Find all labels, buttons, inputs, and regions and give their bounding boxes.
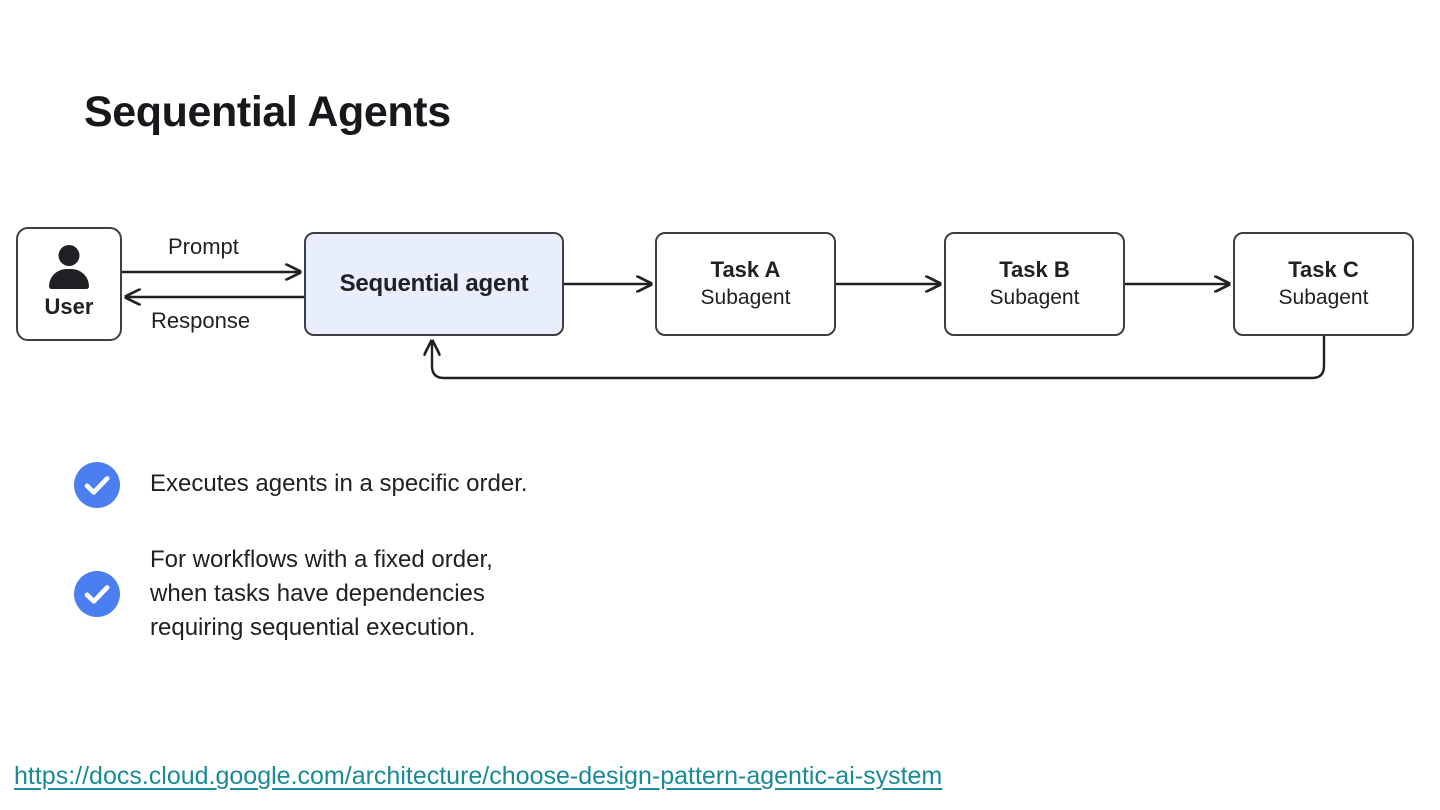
node-task-a-subtitle: Subagent — [700, 286, 791, 310]
node-task-b[interactable]: Task B Subagent — [944, 232, 1125, 336]
node-task-a-title: Task A — [710, 256, 781, 282]
node-task-a[interactable]: Task A Subagent — [655, 232, 836, 336]
person-icon — [46, 245, 92, 289]
list-item: For workflows with a fixed order, when t… — [74, 538, 774, 645]
source-url-link[interactable]: https://docs.cloud.google.com/architectu… — [14, 762, 943, 790]
check-circle-icon — [74, 571, 120, 617]
node-task-b-title: Task B — [999, 256, 1070, 282]
node-sequential-agent-label: Sequential agent — [339, 270, 529, 297]
node-sequential-agent[interactable]: Sequential agent — [304, 232, 564, 336]
bullet-text: Executes agents in a specific order. — [150, 462, 528, 501]
bullet-line: Executes agents in a specific order. — [150, 470, 528, 497]
sequential-agents-diagram: User Sequential agent Task A Subagent Ta… — [16, 0, 1414, 380]
node-task-b-subtitle: Subagent — [989, 286, 1080, 310]
node-task-c-subtitle: Subagent — [1278, 286, 1369, 310]
node-user[interactable]: User — [16, 227, 122, 341]
diagram-connectors — [122, 0, 1326, 380]
bullet-line: requiring sequential execution. — [150, 614, 476, 641]
bullet-text: For workflows with a fixed order, when t… — [150, 538, 493, 645]
page-title: Sequential Agents — [84, 88, 451, 136]
node-task-c-title: Task C — [1288, 256, 1359, 282]
bullet-list: Executes agents in a specific order. For… — [74, 462, 774, 675]
list-item: Executes agents in a specific order. — [74, 462, 774, 508]
bullet-line: when tasks have dependencies — [150, 580, 485, 607]
edge-feedback-loop — [432, 336, 1326, 380]
node-task-c[interactable]: Task C Subagent — [1233, 232, 1414, 336]
check-circle-icon — [74, 462, 120, 508]
edge-label-response: Response — [151, 308, 251, 333]
edge-label-prompt: Prompt — [168, 234, 239, 259]
bullet-line: For workflows with a fixed order, — [150, 546, 493, 573]
node-user-label: User — [44, 294, 94, 319]
